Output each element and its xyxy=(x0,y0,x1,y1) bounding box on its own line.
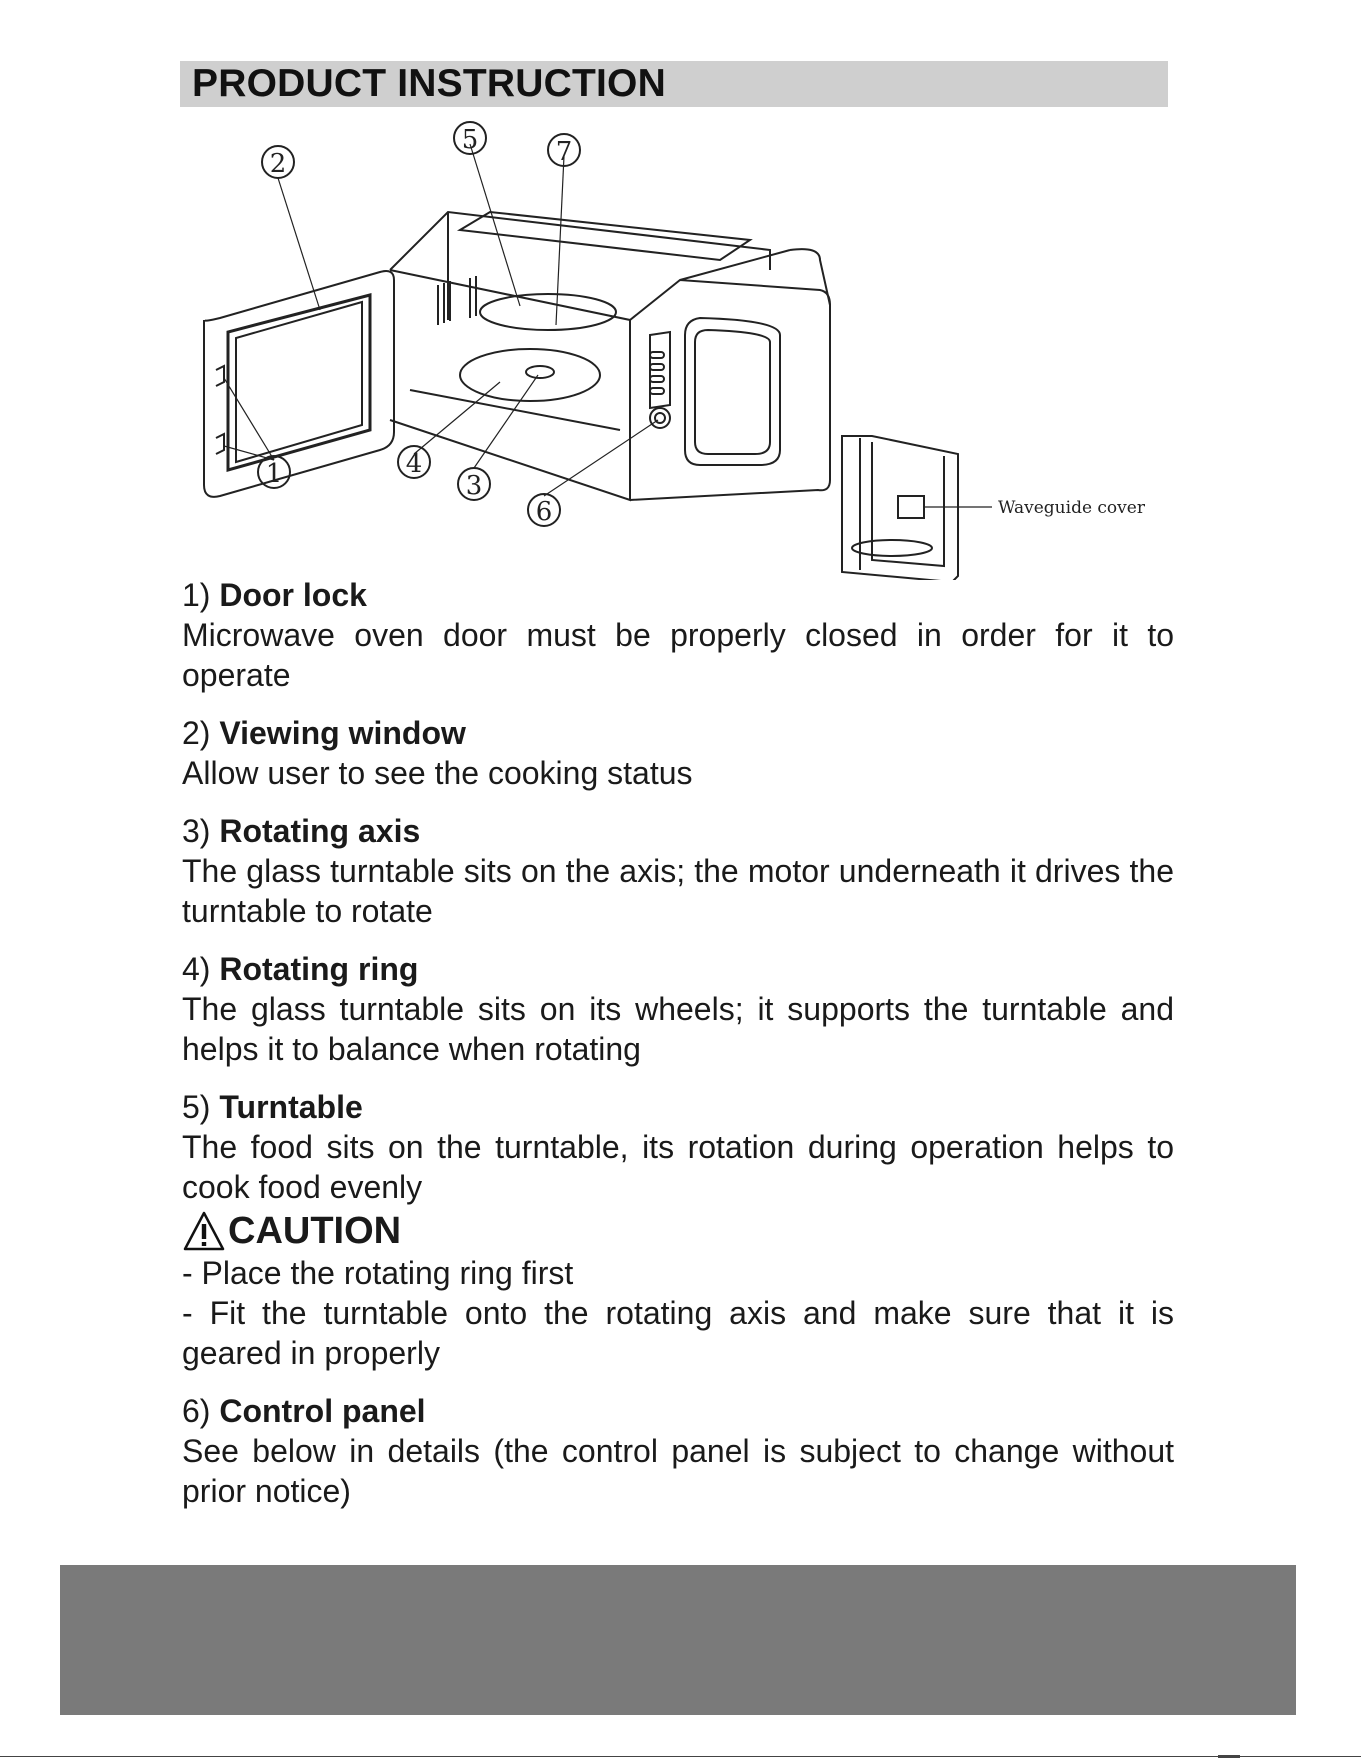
oven-body-illustration xyxy=(389,210,831,502)
callout-1: 1 xyxy=(257,455,291,489)
section-body: See below in details (the control panel … xyxy=(182,1433,1174,1509)
section-title: Rotating axis xyxy=(219,813,421,849)
section-control-panel: 6) Control panel See below in details (t… xyxy=(182,1391,1174,1511)
title-bar: PRODUCT INSTRUCTION xyxy=(180,61,1168,107)
callout-leaders xyxy=(223,143,659,497)
caution-label: CAUTION xyxy=(228,1210,402,1252)
section-body: The food sits on the turntable, its rota… xyxy=(182,1129,1174,1205)
section-number: 2) xyxy=(182,715,211,751)
waveguide-cover-label: Waveguide cover xyxy=(998,498,1146,518)
section-title: Turntable xyxy=(219,1089,363,1125)
section-number: 5) xyxy=(182,1089,211,1125)
section-title: Control panel xyxy=(219,1393,426,1429)
section-body: The glass turntable sits on the axis; th… xyxy=(182,853,1174,929)
page-mark xyxy=(1218,1755,1240,1758)
section-heading: 3) Rotating axis xyxy=(182,811,1174,851)
section-door-lock: 1) Door lock Microwave oven door must be… xyxy=(182,575,1174,695)
callout-4: 4 xyxy=(397,445,431,479)
callout-2: 2 xyxy=(261,145,295,179)
callout-label: 3 xyxy=(466,471,483,501)
section-body: Allow user to see the cooking status xyxy=(182,755,693,791)
footer-bar xyxy=(60,1565,1296,1715)
callout-6: 6 xyxy=(527,493,561,527)
callout-7: 7 xyxy=(547,133,581,167)
callout-label: 1 xyxy=(266,459,283,489)
section-heading: 1) Door lock xyxy=(182,575,1174,615)
section-heading: 5) Turntable xyxy=(182,1087,1174,1127)
section-heading: 2) Viewing window xyxy=(182,713,1174,753)
callout-label: 5 xyxy=(462,125,479,155)
caution-line: - Place the rotating ring first xyxy=(182,1255,574,1291)
callout-label: 4 xyxy=(406,449,423,479)
warning-triangle-icon xyxy=(183,1211,225,1251)
callout-label: 6 xyxy=(536,497,553,527)
section-number: 3) xyxy=(182,813,211,849)
section-heading: 6) Control panel xyxy=(182,1391,1174,1431)
section-title: Rotating ring xyxy=(219,951,419,987)
door-illustration xyxy=(203,270,395,498)
section-number: 4) xyxy=(182,951,211,987)
microwave-diagram: 1 2 3 4 5 6 7 xyxy=(180,120,1180,580)
section-body: The glass turntable sits on its wheels; … xyxy=(182,991,1174,1067)
callout-label: 2 xyxy=(270,149,287,179)
callout-5: 5 xyxy=(453,121,487,155)
section-title: Door lock xyxy=(219,577,367,613)
section-body: Microwave oven door must be properly clo… xyxy=(182,617,1174,693)
section-number: 1) xyxy=(182,577,211,613)
section-title: Viewing window xyxy=(219,715,466,751)
callout-label: 7 xyxy=(556,137,573,167)
section-turntable: 5) Turntable The food sits on the turnta… xyxy=(182,1087,1174,1373)
section-viewing-window: 2) Viewing window Allow user to see the … xyxy=(182,713,1174,793)
section-rotating-ring: 4) Rotating ring The glass turntable sit… xyxy=(182,949,1174,1069)
section-rotating-axis: 3) Rotating axis The glass turntable sit… xyxy=(182,811,1174,931)
section-heading: 4) Rotating ring xyxy=(182,949,1174,989)
caution-line: - Fit the turntable onto the rotating ax… xyxy=(182,1295,1174,1371)
page-title: PRODUCT INSTRUCTION xyxy=(192,62,666,105)
waveguide-inset: Waveguide cover xyxy=(841,435,1146,580)
section-number: 6) xyxy=(182,1393,211,1429)
instruction-sections: 1) Door lock Microwave oven door must be… xyxy=(182,575,1174,1529)
caution-header: CAUTION xyxy=(182,1209,1174,1253)
bottom-rule xyxy=(0,1756,1361,1757)
callout-3: 3 xyxy=(457,467,491,501)
